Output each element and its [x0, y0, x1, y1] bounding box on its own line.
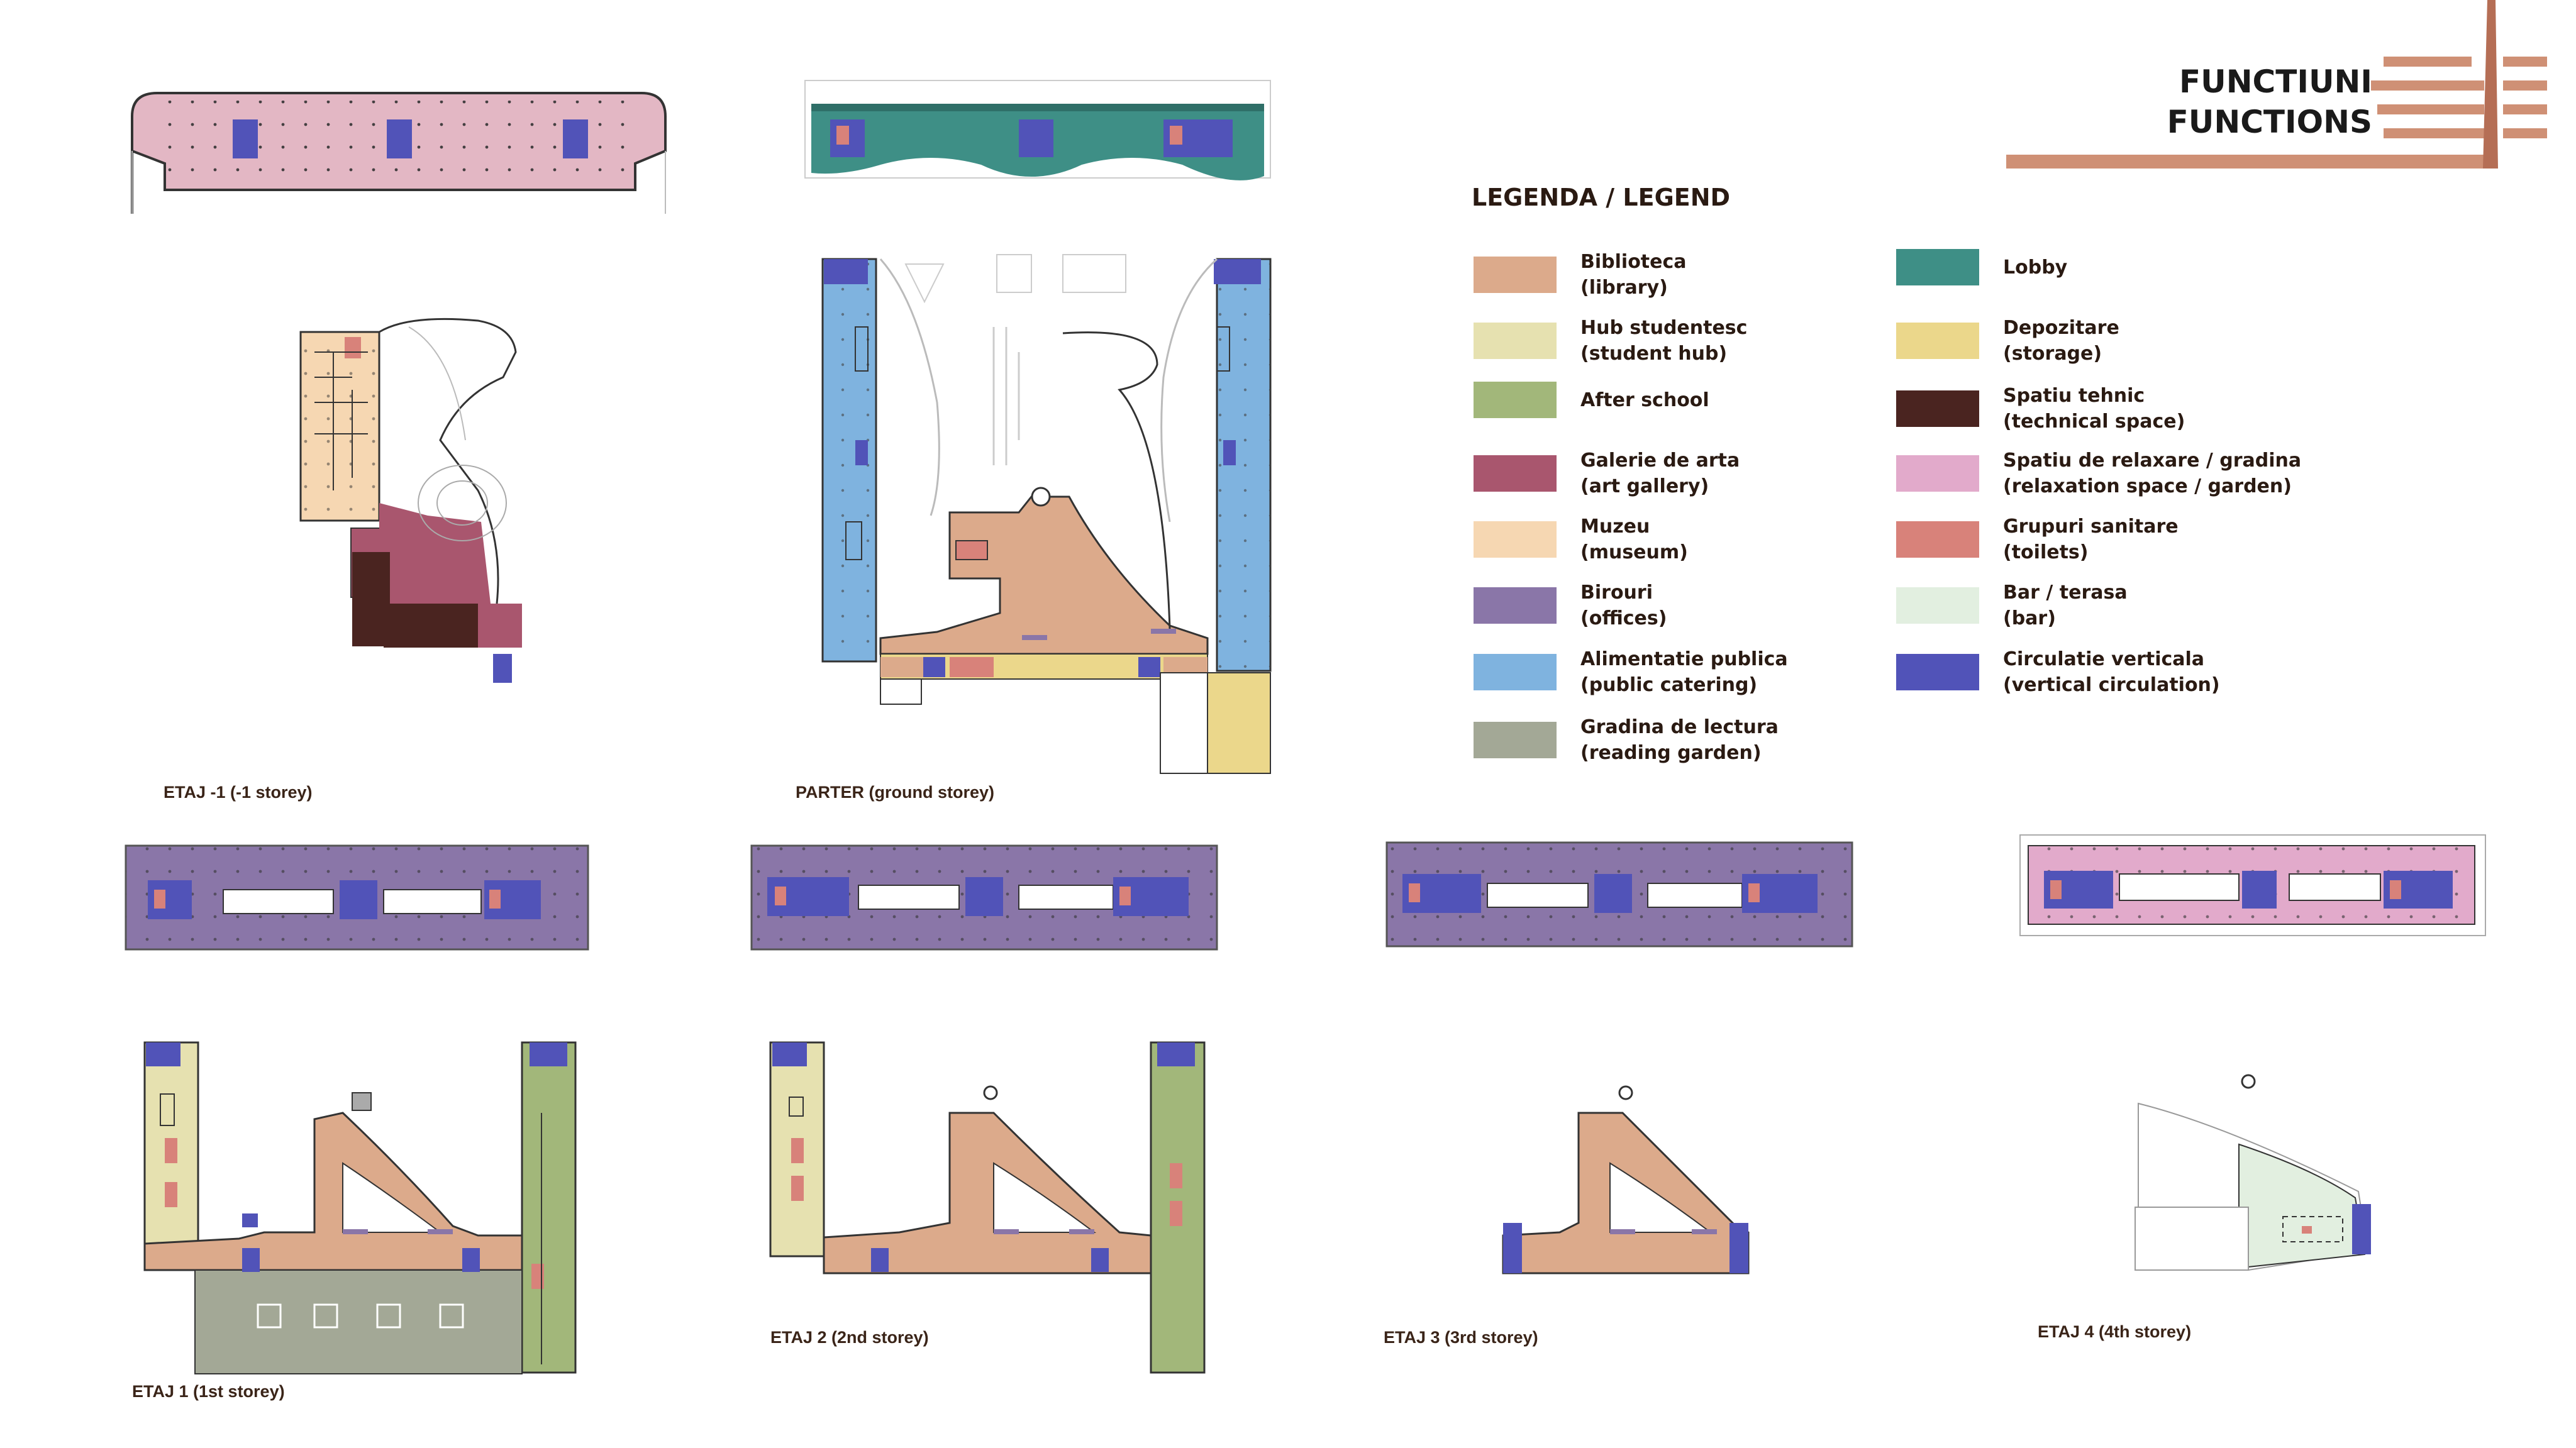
- legend-label-ro: Hub studentesc: [1580, 317, 1748, 339]
- legend-item: Circulatie verticala (vertical circulatio…: [1896, 646, 2220, 698]
- caption-etaj1: ETAJ 1 (1st storey): [132, 1382, 285, 1401]
- legend-label-en: (relaxation space / garden): [2003, 475, 2292, 497]
- legend-item: Gradina de lectura (reading garden): [1474, 714, 1779, 766]
- legend-label: Birouri (offices): [1580, 580, 1667, 631]
- legend-label-ro: Spatiu de relaxare / gradina: [2003, 450, 2302, 472]
- title-line-ro: FUNCTIUNI: [2179, 64, 2372, 100]
- legend-label-en: (public catering): [1580, 674, 1758, 696]
- legend-swatch: [1474, 521, 1557, 558]
- legend-item: Alimentatie publica (public catering): [1474, 646, 1788, 698]
- plan-parter-strip: [804, 80, 1271, 180]
- legend-item: Muzeu (museum): [1474, 514, 1688, 565]
- legend-label-en: (storage): [2003, 343, 2102, 365]
- legend-label: Circulatie verticala (vertical circulatio…: [2003, 646, 2220, 698]
- legend-swatch: [1474, 323, 1557, 359]
- legend-label-ro: Galerie de arta: [1580, 450, 1740, 472]
- plan-etaj-m1-strip: [131, 92, 667, 214]
- legend-label-en: (bar): [2003, 607, 2056, 629]
- caption-etaj3: ETAJ 3 (3rd storey): [1384, 1328, 1538, 1347]
- caption-etaj2: ETAJ 2 (2nd storey): [770, 1328, 929, 1347]
- legend-label-ro: Gradina de lectura: [1580, 716, 1779, 738]
- legend-label-en: (student hub): [1580, 343, 1728, 365]
- legend-label: After school: [1580, 387, 1709, 413]
- legend-swatch: [1896, 323, 1979, 359]
- legend-label: Alimentatie publica (public catering): [1580, 646, 1788, 698]
- legend-item: Spatiu de relaxare / gradina (relaxation …: [1896, 448, 2301, 499]
- legend-swatch: [1474, 722, 1557, 758]
- legend-swatch: [1896, 654, 1979, 690]
- legend-label-en: (technical space): [2003, 411, 2185, 433]
- legend-label: Spatiu tehnic (technical space): [2003, 383, 2185, 434]
- legend-label-en: (library): [1580, 277, 1668, 299]
- legend-label-ro: Birouri: [1580, 582, 1653, 604]
- title-line-en: FUNCTIONS: [2167, 104, 2372, 140]
- legend-item: Bar / terasa (bar): [1896, 580, 2128, 631]
- legend-swatch: [1474, 257, 1557, 293]
- plan-etaj-m1: [299, 318, 522, 683]
- legend-label: Muzeu (museum): [1580, 514, 1688, 565]
- legend-label-en: (art gallery): [1580, 475, 1709, 497]
- legend-label: Hub studentesc (student hub): [1580, 315, 1747, 367]
- legend-label: Biblioteca (library): [1580, 249, 1687, 301]
- legend-label-ro: Alimentatie publica: [1580, 648, 1788, 670]
- legend-label: Bar / terasa (bar): [2003, 580, 2128, 631]
- legend-label-en: (toilets): [2003, 541, 2089, 563]
- board-title: FUNCTIUNI FUNCTIONS: [2167, 62, 2372, 142]
- legend-label-ro: Bar / terasa: [2003, 582, 2128, 604]
- legend-swatch: [1896, 521, 1979, 558]
- legend-label-en: (museum): [1580, 541, 1688, 563]
- plan-etaj2: [769, 1041, 1206, 1374]
- plan-etaj1-strip: [125, 844, 589, 951]
- legend-label-en: (offices): [1580, 607, 1667, 629]
- caption-etaj-m1: ETAJ -1 (-1 storey): [164, 783, 313, 802]
- legend-swatch: [1896, 249, 1979, 285]
- legend-swatch: [1474, 587, 1557, 624]
- legend-label-en: (vertical circulation): [2003, 674, 2220, 696]
- legend-item: Biblioteca (library): [1474, 249, 1687, 301]
- legend-swatch: [1474, 382, 1557, 418]
- legend-item: Galerie de arta (art gallery): [1474, 448, 1740, 499]
- legend-swatch: [1474, 654, 1557, 690]
- title-decor-stripes: [2006, 0, 2547, 169]
- legend-label-ro: Grupuri sanitare: [2003, 516, 2179, 538]
- legend-swatch: [1896, 455, 1979, 492]
- legend-label: Lobby: [2003, 255, 2067, 280]
- legend-swatch: [1896, 390, 1979, 427]
- legend-swatch: [1896, 587, 1979, 624]
- legend-label: Grupuri sanitare (toilets): [2003, 514, 2179, 565]
- legend-label: Galerie de arta (art gallery): [1580, 448, 1740, 499]
- legend-label-en: (reading garden): [1580, 742, 1762, 764]
- legend-label-ro: Muzeu: [1580, 516, 1650, 538]
- legend-heading: LEGENDA / LEGEND: [1472, 184, 1731, 211]
- legend-label-ro: After school: [1580, 389, 1709, 411]
- legend-label-ro: Circulatie verticala: [2003, 648, 2205, 670]
- caption-etaj4: ETAJ 4 (4th storey): [2038, 1322, 2192, 1341]
- legend-swatch: [1474, 455, 1557, 492]
- legend-label-ro: Lobby: [2003, 256, 2068, 279]
- legend-item: Birouri (offices): [1474, 580, 1667, 631]
- plan-etaj1: [143, 1041, 577, 1374]
- plan-etaj3-strip: [1385, 841, 1853, 948]
- legend-item: Lobby: [1896, 249, 2067, 285]
- plan-etaj2-strip: [750, 844, 1218, 951]
- plan-etaj4-strip: [2019, 834, 2486, 936]
- legend-label-ro: Depozitare: [2003, 317, 2119, 339]
- legend-item: Hub studentesc (student hub): [1474, 315, 1747, 367]
- legend-label: Gradina de lectura (reading garden): [1580, 714, 1779, 766]
- legend-label-ro: Spatiu tehnic: [2003, 385, 2145, 407]
- legend-label: Spatiu de relaxare / gradina (relaxation …: [2003, 448, 2301, 499]
- legend-item: Depozitare (storage): [1896, 315, 2119, 367]
- caption-parter: PARTER (ground storey): [796, 783, 994, 802]
- legend-label: Depozitare (storage): [2003, 315, 2119, 367]
- legend-label-ro: Biblioteca: [1580, 251, 1687, 273]
- legend-item: After school: [1474, 382, 1709, 418]
- plan-parter: [821, 254, 1272, 774]
- legend-item: Spatiu tehnic (technical space): [1896, 383, 2185, 434]
- legend-item: Grupuri sanitare (toilets): [1896, 514, 2179, 565]
- plan-etaj3: [1502, 1085, 1750, 1274]
- plan-etaj4: [2135, 1074, 2371, 1271]
